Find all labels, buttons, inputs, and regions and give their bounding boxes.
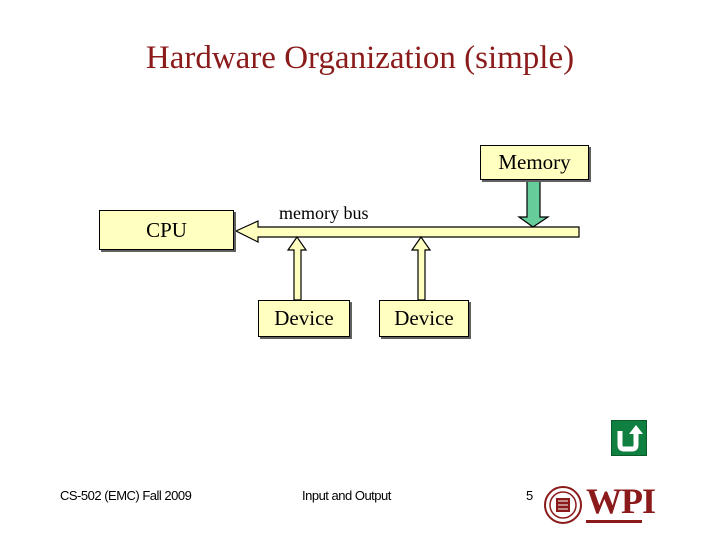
page-number: 5 <box>526 488 533 503</box>
slide-title: Hardware Organization (simple) <box>145 40 575 76</box>
memory-bus-arrow <box>234 220 580 243</box>
wpi-seal-logo <box>544 486 582 524</box>
device-box-2: Device <box>379 300 469 337</box>
device1-bus-arrow <box>286 235 308 301</box>
memory-label: Memory <box>498 150 571 174</box>
device-box-1: Device <box>258 300 350 337</box>
memory-box: Memory <box>480 145 589 180</box>
memory-bus-label: memory bus <box>279 203 369 223</box>
cpu-label: CPU <box>146 217 187 242</box>
memory-bus-down-arrow <box>517 179 550 228</box>
device-label: Device <box>394 306 454 330</box>
footer-topic: Input and Output <box>302 488 391 503</box>
wpi-logo-text: WPI <box>586 481 656 521</box>
return-button[interactable] <box>611 420 647 456</box>
return-arrow-icon <box>617 425 643 452</box>
device2-bus-arrow <box>410 235 432 301</box>
footer-course: CS-502 (EMC) Fall 2009 <box>60 488 192 503</box>
cpu-box: CPU <box>99 210 234 250</box>
device-label: Device <box>274 306 334 330</box>
wpi-logo-underline <box>586 520 642 523</box>
